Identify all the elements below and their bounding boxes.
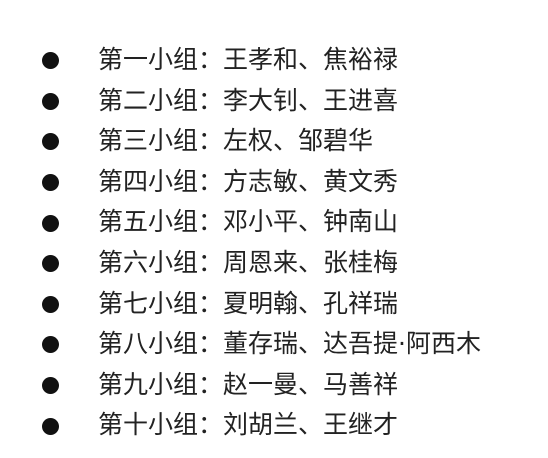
list-item: 第六小组：周恩来、张桂梅 xyxy=(0,243,548,284)
bullet-icon xyxy=(42,133,59,151)
group-label: 第四小组：方志敏、黄文秀 xyxy=(98,166,399,196)
list-item: 第二小组：李大钊、王进喜 xyxy=(0,81,548,122)
list-item: 第三小组：左权、邹碧华 xyxy=(0,121,548,162)
group-label: 第六小组：周恩来、张桂梅 xyxy=(98,247,399,277)
group-label: 第八小组：董存瑞、达吾提·阿西木 xyxy=(98,329,481,359)
group-label: 第一小组：王孝和、焦裕禄 xyxy=(98,45,399,74)
group-label: 第三小组：左权、邹碧华 xyxy=(98,126,374,156)
list-item: 第八小组：董存瑞、达吾提·阿西木 xyxy=(0,324,548,365)
list-item: 第七小组：夏明翰、孔祥瑞 xyxy=(0,284,548,325)
list-item: 第五小组：邓小平、钟南山 xyxy=(0,202,548,243)
group-label: 第七小组：夏明翰、孔祥瑞 xyxy=(98,288,399,318)
bullet-icon xyxy=(42,255,59,273)
group-label: 第九小组：赵一曼、马善祥 xyxy=(98,369,399,399)
bullet-icon xyxy=(42,417,59,435)
group-list: 第一小组：王孝和、焦裕禄 第二小组：李大钊、王进喜 第三小组：左权、邹碧华 第四… xyxy=(0,40,548,446)
list-item: 第十小组：刘胡兰、王继才 xyxy=(0,405,548,446)
group-label: 第十小组：刘胡兰、王继才 xyxy=(98,410,399,440)
bullet-icon xyxy=(42,336,59,354)
bullet-icon xyxy=(42,52,59,70)
list-item: 第一小组：王孝和、焦裕禄 xyxy=(0,40,548,81)
list-item: 第九小组：赵一曼、马善祥 xyxy=(0,365,548,406)
bullet-icon xyxy=(42,377,59,395)
bullet-icon xyxy=(42,174,59,192)
list-item: 第四小组：方志敏、黄文秀 xyxy=(0,162,548,203)
bullet-icon xyxy=(42,214,59,232)
bullet-icon xyxy=(42,92,59,110)
bullet-icon xyxy=(42,295,59,313)
group-label: 第二小组：李大钊、王进喜 xyxy=(98,85,399,115)
group-label: 第五小组：邓小平、钟南山 xyxy=(98,207,399,237)
